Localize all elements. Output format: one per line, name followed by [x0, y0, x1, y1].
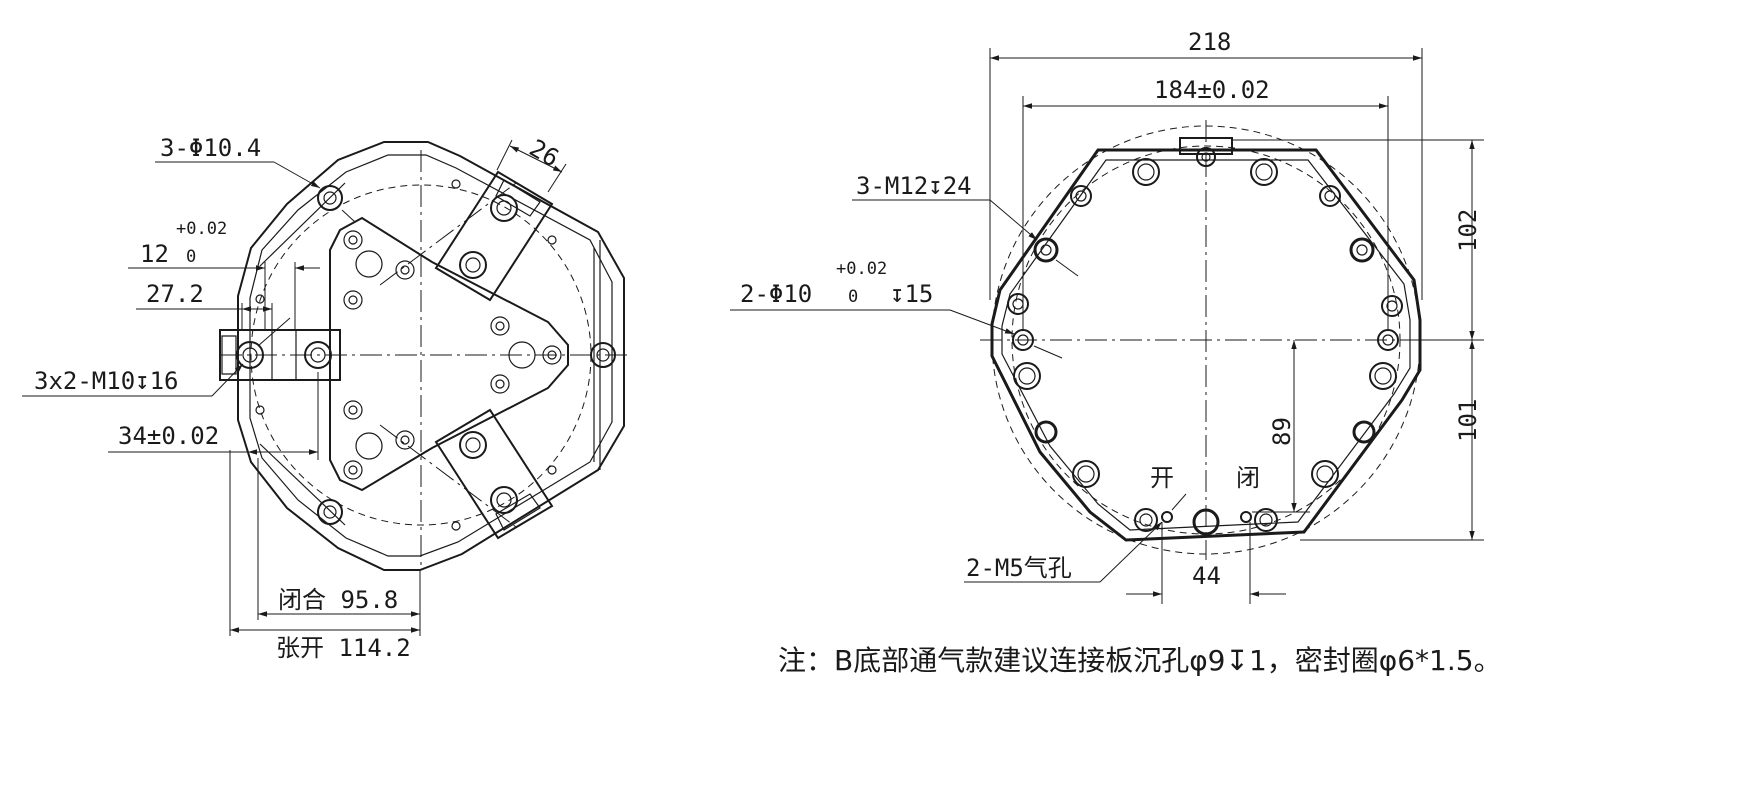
- left-jaw-top: [434, 170, 554, 302]
- right-dim-m12-text: 3-M12↧24: [856, 172, 972, 200]
- left-dim-27-lines: [136, 303, 273, 330]
- left-dim-12-tol-lower: 0: [186, 247, 196, 267]
- left-dim-bottom-lines: [229, 450, 421, 636]
- right-dim-89-text: 89: [1268, 417, 1296, 446]
- right-label-close: 闭: [1236, 464, 1260, 492]
- left-body-chamfer-top: [259, 182, 346, 267]
- right-dim-air-text: 2-M5气孔: [966, 554, 1072, 582]
- left-dim-26-lines: [496, 139, 567, 193]
- right-dim-pin-depth: ↧15: [890, 280, 933, 308]
- left-triangle-plate: [329, 216, 569, 492]
- left-small-holes: [255, 179, 557, 531]
- left-body-inner: [249, 154, 613, 557]
- right-dim-184-lines: [1022, 96, 1389, 330]
- left-dim-closed-text: 闭合 95.8: [278, 586, 398, 614]
- left-centerline-diag-2: [379, 424, 521, 531]
- note-text: 注：B底部通气款建议连接板沉孔φ9↧1，密封圈φ6*1.5。: [778, 644, 1502, 677]
- left-dim-hole-text: 3-Φ10.4: [160, 134, 261, 162]
- left-dim-27-text: 27.2: [146, 280, 204, 308]
- right-dim-218-lines: [989, 48, 1423, 300]
- right-dim-vertical-lines: [1232, 139, 1484, 541]
- right-dim-89-lines: [1252, 340, 1310, 513]
- right-dim-101-text: 101: [1454, 399, 1482, 442]
- left-view: 3-Φ10.4 12 +0.02 0 27.2 3x2-M10↧16: [22, 134, 630, 662]
- right-holes: [1007, 147, 1403, 536]
- left-body-outline: [237, 141, 625, 571]
- left-dim-thread-text: 3x2-M10↧16: [34, 367, 179, 395]
- left-dim-12-lines: [128, 262, 320, 330]
- right-dim-102-text: 102: [1454, 209, 1482, 252]
- right-dim-218-text: 218: [1188, 28, 1231, 56]
- left-jaw-left: [219, 329, 341, 381]
- left-dim-thread-leader: [22, 317, 291, 397]
- right-plate-outline: [990, 148, 1422, 542]
- left-dim-26-text: 26: [525, 134, 564, 173]
- left-plate-holes: [343, 230, 562, 480]
- left-dim-hole-leader: [155, 161, 356, 223]
- right-dim-pin-leader: [730, 309, 1063, 359]
- left-mounting-holes: [317, 185, 616, 525]
- left-jaw-bottom: [434, 408, 554, 540]
- left-dim-12-tol-upper: +0.02: [176, 219, 227, 239]
- left-dim-open-text: 张开 114.2: [276, 634, 411, 662]
- left-dim-12-text: 12: [140, 240, 169, 268]
- right-view: 218 184±0.02 3-M12↧24 2-Φ10 +0.02 0 ↧15: [730, 28, 1484, 604]
- right-dim-m12-leader: [852, 199, 1079, 277]
- right-dim-44-lines: [1126, 522, 1286, 604]
- right-dim-44-text: 44: [1192, 562, 1221, 590]
- left-dim-34-lines: [108, 372, 319, 460]
- right-dim-pin-tol-lower: 0: [848, 287, 858, 307]
- left-dim-34-text: 34±0.02: [118, 422, 219, 450]
- right-dim-184-text: 184±0.02: [1154, 76, 1270, 104]
- right-plate-inner: [1001, 159, 1411, 531]
- right-dim-air-leader: [964, 493, 1187, 583]
- left-body-chamfer-bottom: [259, 443, 346, 526]
- right-label-open: 开: [1150, 464, 1174, 492]
- right-dim-pin-tol-upper: +0.02: [836, 259, 887, 279]
- right-dim-pin-text: 2-Φ10: [740, 280, 812, 308]
